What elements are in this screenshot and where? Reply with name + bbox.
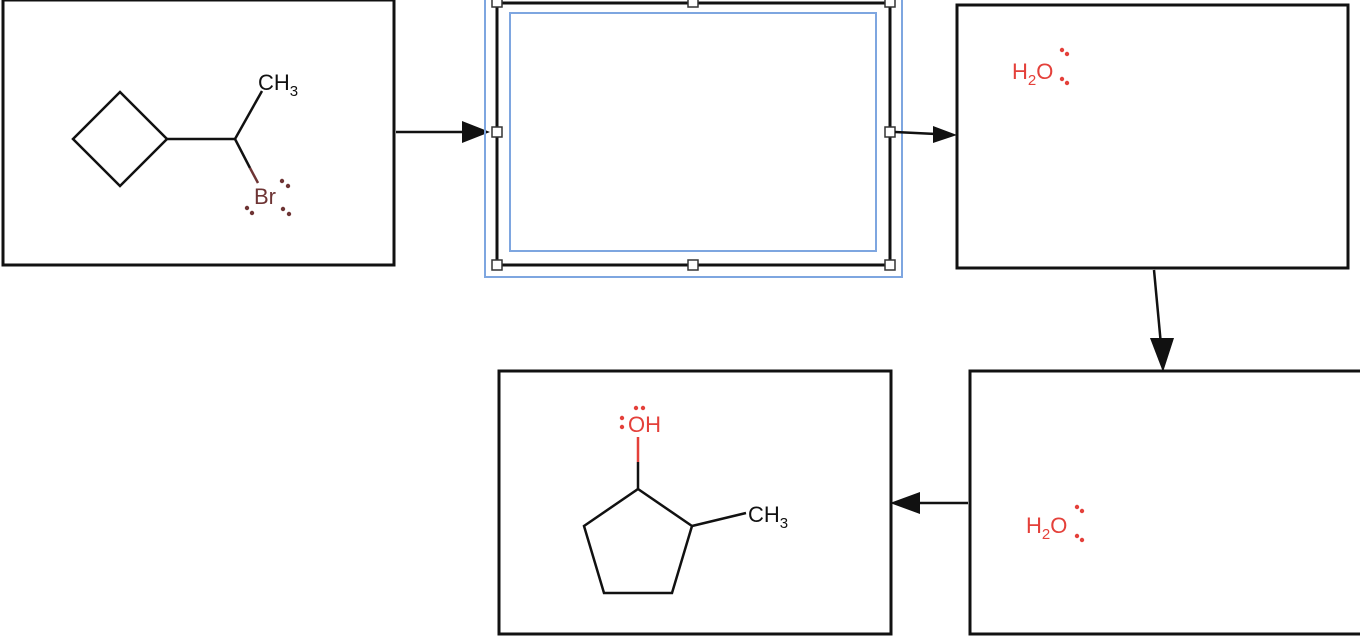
selection-outline-outer xyxy=(484,0,903,278)
arrow-step2-to-step3 xyxy=(1150,269,1174,372)
product-frame xyxy=(497,369,893,636)
water-lone-pairs-step3 xyxy=(1074,504,1085,543)
carbon-to-bromine-bond-brown xyxy=(248,167,260,184)
hydroxyl-label: OH xyxy=(628,412,661,437)
resize-handle-bottom-center[interactable] xyxy=(687,259,699,271)
water-lone-pairs-step2 xyxy=(1059,47,1070,86)
carbon-to-methyl-bond xyxy=(233,90,264,140)
step1-frame xyxy=(495,1,892,267)
arrow-start-to-step1 xyxy=(396,121,490,143)
resize-handle-top-left[interactable] xyxy=(491,0,503,8)
hydroxyl-lone-pairs xyxy=(619,405,646,430)
resize-handles[interactable] xyxy=(491,0,896,271)
cyclobutane-ring xyxy=(71,90,169,188)
bromine-label: Br xyxy=(254,184,276,209)
resize-handle-middle-left[interactable] xyxy=(491,126,503,138)
water-label-step2: H2O xyxy=(1012,59,1053,89)
arrow-step3-to-product xyxy=(890,492,968,514)
resize-handle-bottom-right[interactable] xyxy=(884,259,896,271)
resize-handle-top-right[interactable] xyxy=(884,0,896,8)
cyclopentane-ring xyxy=(582,487,694,595)
bromine-lone-pairs xyxy=(244,178,292,217)
arrow-step1-to-step2 xyxy=(894,126,957,143)
step2-water-box[interactable]: H2O xyxy=(955,3,1350,270)
step2-frame xyxy=(955,3,1350,270)
step3-water-box[interactable]: H2O xyxy=(968,369,1360,636)
methyl-label-start: CH3 xyxy=(258,70,298,100)
resize-handle-top-center[interactable] xyxy=(687,0,699,8)
methyl-label-product: CH3 xyxy=(748,502,788,532)
ring-to-methyl-bond xyxy=(691,511,747,528)
selection-outline-inner xyxy=(509,12,877,252)
water-label-step3: H2O xyxy=(1026,513,1067,543)
starting-material-box[interactable]: CH3 Br xyxy=(1,0,396,267)
product-box[interactable]: OH CH3 xyxy=(497,369,893,636)
step1-blank-box[interactable] xyxy=(484,0,903,278)
step3-frame xyxy=(968,369,1360,636)
carbon-to-bromine-bond-dark xyxy=(233,138,252,169)
resize-handle-middle-right[interactable] xyxy=(884,126,896,138)
resize-handle-bottom-left[interactable] xyxy=(491,259,503,271)
starting-material-frame xyxy=(1,0,396,267)
